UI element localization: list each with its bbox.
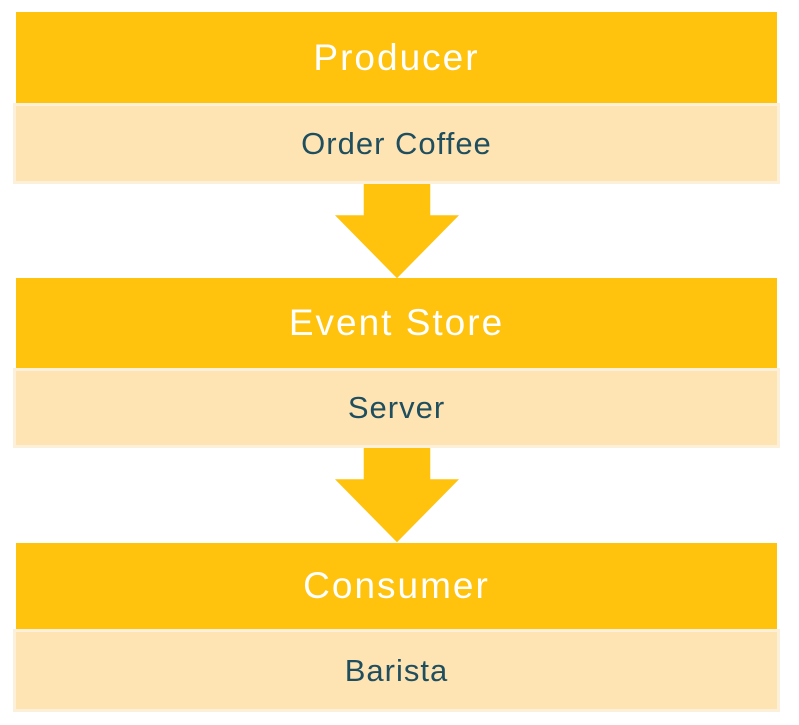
block-header-text: Consumer: [303, 565, 490, 606]
block-sublabel-text: Order Coffee: [301, 125, 492, 161]
block-sublabel-text: Barista: [344, 652, 449, 688]
block-consumer-sublabel: Barista: [13, 629, 780, 712]
block-sublabel-text: Server: [347, 390, 446, 425]
block-producer-sublabel: Order Coffee: [13, 103, 780, 184]
down-arrow-icon: [331, 448, 463, 546]
block-event-store-sublabel: Server: [13, 368, 780, 448]
block-consumer-header: Consumer: [16, 543, 777, 629]
block-event-store-header: Event Store: [16, 278, 777, 368]
down-arrow-icon: [331, 184, 463, 282]
block-header-text: Event Store: [288, 302, 505, 343]
block-header-text: Producer: [313, 36, 480, 78]
block-producer-header: Producer: [16, 12, 777, 103]
